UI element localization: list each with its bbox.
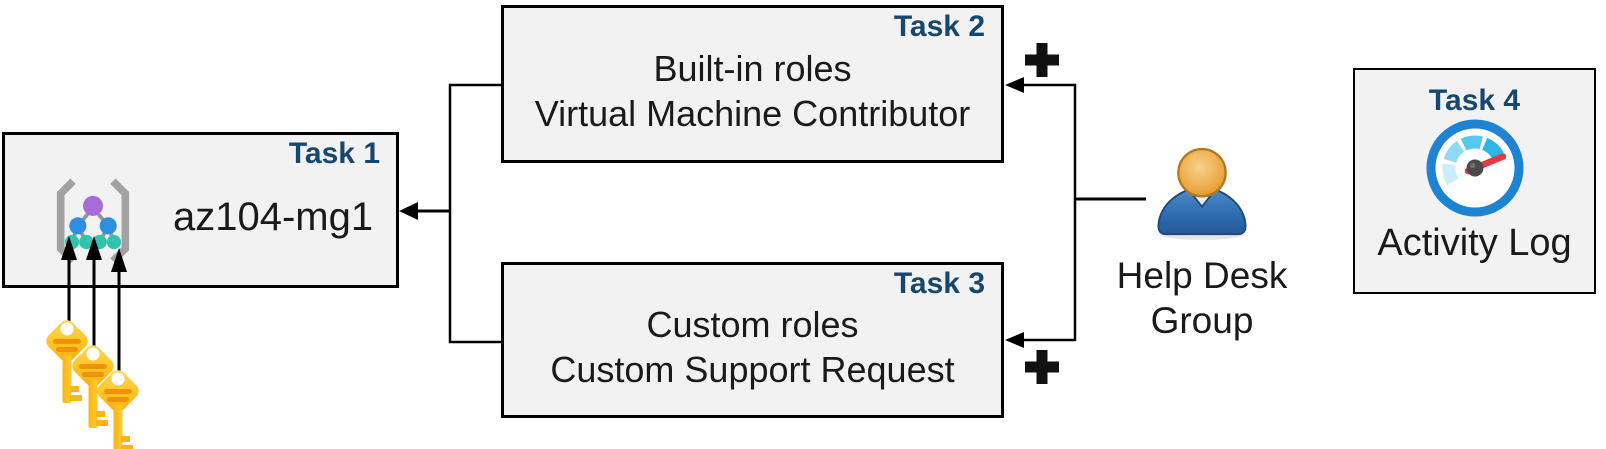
task1-title: az104-mg1 — [173, 194, 374, 239]
help-desk-label-line1: Help Desk — [1116, 255, 1288, 296]
task2-badge: Task 2 — [893, 10, 985, 43]
task1-badge: Task 1 — [288, 137, 380, 170]
plus-icon — [1025, 43, 1059, 77]
arrow-left-icon — [1005, 77, 1024, 93]
arrow-left-icon — [1005, 332, 1024, 348]
task4-caption: Activity Log — [1377, 222, 1572, 264]
access-keys-icon — [42, 316, 143, 449]
connector-left — [399, 83, 501, 344]
task3-line1: Custom roles — [646, 304, 859, 345]
task3-box: Task 3 Custom roles Custom Support Reque… — [501, 262, 1004, 418]
arrow-left-icon — [399, 202, 418, 220]
task2-line1: Built-in roles — [653, 48, 852, 89]
management-group-icon — [56, 178, 130, 264]
task3-line2: Custom Support Request — [550, 349, 955, 390]
task4-badge: Task 4 — [1428, 84, 1521, 117]
task2-line2: Virtual Machine Contributor — [534, 93, 971, 134]
task4-box: Task 4 Activity Log — [1353, 68, 1596, 294]
task2-box: Task 2 Built-in roles Virtual Machine Co… — [501, 5, 1004, 163]
task1-box: Task 1 az104-mg1 — [2, 132, 399, 288]
plus-icon — [1025, 350, 1059, 384]
help-desk-group: Help Desk Group — [1098, 143, 1306, 343]
activity-log-gauge-icon — [1426, 119, 1523, 217]
person-icon — [1157, 147, 1247, 240]
task3-badge: Task 3 — [893, 267, 985, 300]
help-desk-label-line2: Group — [1150, 300, 1254, 341]
